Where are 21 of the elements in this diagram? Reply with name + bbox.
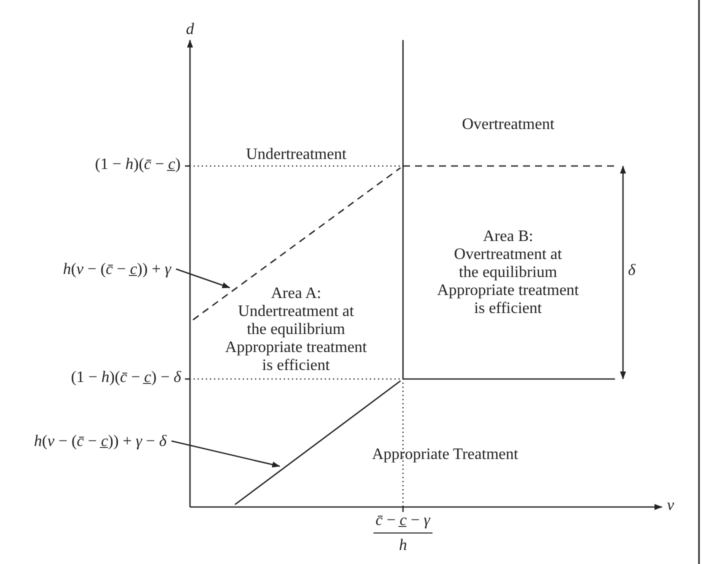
tick-label-denominator: h [399, 537, 407, 555]
region-label: Undertreatment [246, 146, 346, 164]
axis-label: v [667, 497, 674, 515]
area-description: Undertreatment at the equilibrium [237, 303, 355, 339]
area-title: Area A: [271, 285, 322, 303]
formula-label: h(v − (c̄ − c̲)) + γ [63, 261, 172, 279]
dimension-label: δ [628, 262, 636, 280]
tick-label: (1 − h)(c̄ − c̲) [95, 156, 181, 174]
leader-line [176, 268, 230, 288]
dashed-boundary-line [192, 167, 401, 320]
area-description: Appropriate treatment is efficient [224, 339, 368, 375]
leader-line [171, 440, 280, 468]
area-description: Overtreatment at the equilibrium [453, 246, 563, 282]
region-label: Appropriate Treatment [372, 446, 518, 464]
area-title: Area B: [483, 228, 534, 246]
formula-label: h(v − (c̄ − c̲)) + γ − δ [34, 433, 167, 451]
area-description: Appropriate treatment is efficient [436, 282, 580, 318]
tick-label: (1 − h)(c̄ − c̲) − δ [71, 369, 182, 387]
tick-label-numerator: c̄ − c̲ − γ [376, 512, 430, 530]
axis-label: d [186, 21, 194, 39]
region-label: Overtreatment [462, 116, 554, 134]
